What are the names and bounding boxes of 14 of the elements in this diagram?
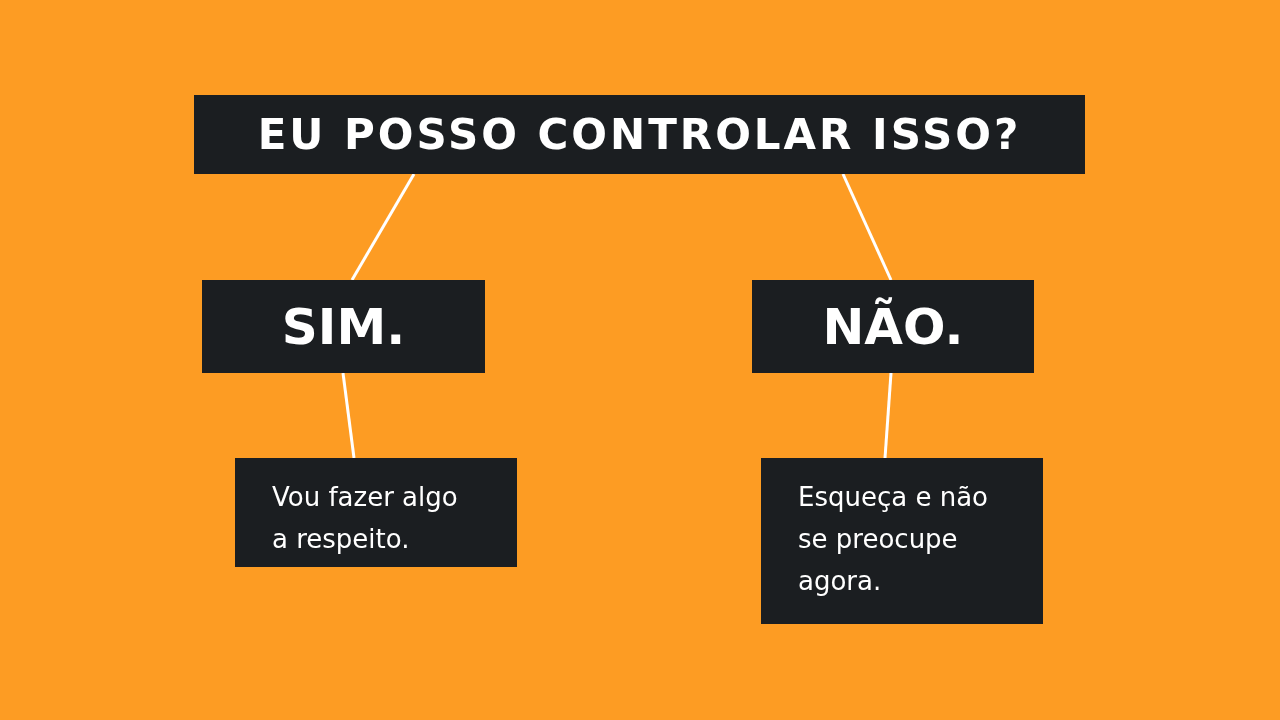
action-box xyxy=(761,458,1043,624)
connector-line xyxy=(341,372,356,459)
answer-box xyxy=(752,280,1034,373)
question-box xyxy=(194,95,1085,174)
question-text: EU POSSO CONTROLAR ISSO? xyxy=(257,110,1022,159)
action-text: Vou fazer algo a respeito. xyxy=(272,481,459,556)
answer-text: SIM. xyxy=(281,297,406,356)
connector-line xyxy=(350,173,416,281)
answer-box xyxy=(202,280,485,373)
answer-text: NÃO. xyxy=(822,297,964,356)
connector-line xyxy=(841,173,893,281)
action-text: Esqueça e não se preocupe agora. xyxy=(798,481,990,598)
connector-line xyxy=(883,372,893,459)
action-box xyxy=(235,458,517,567)
